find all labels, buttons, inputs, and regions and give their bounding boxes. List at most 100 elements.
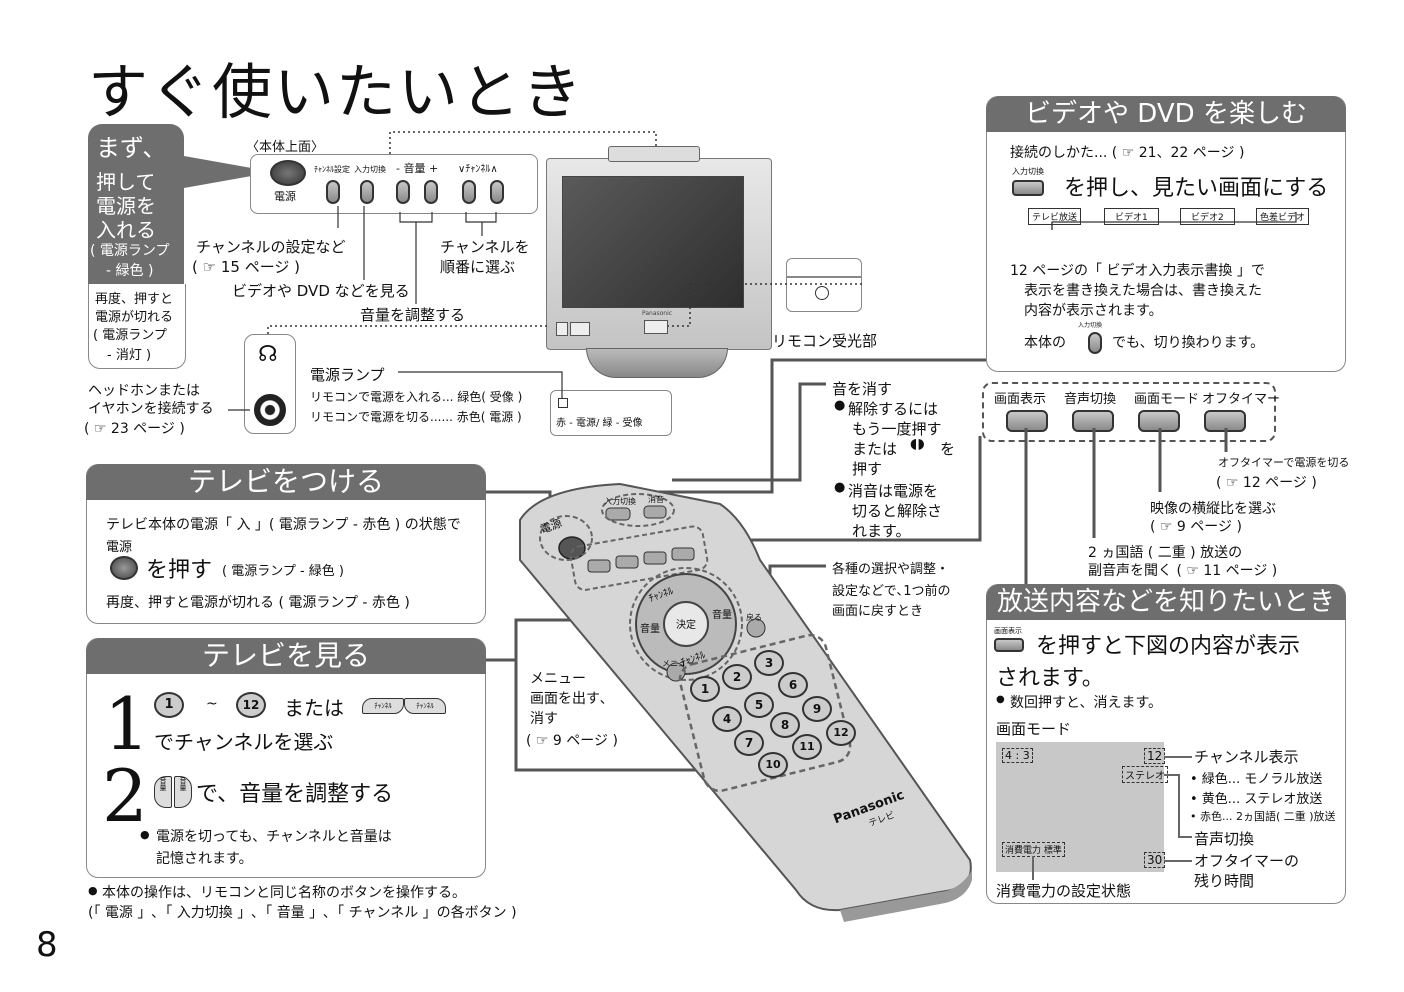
- bullet-dot: ●: [834, 398, 846, 413]
- video-section: [986, 96, 1346, 372]
- flow-tv: テレビ放送: [1028, 208, 1082, 225]
- video-btn-label: 入力切換: [1012, 167, 1044, 176]
- mute-5: 押す: [852, 460, 883, 478]
- func-display-button[interactable]: [1006, 410, 1048, 432]
- step1-btn-1: 1: [154, 692, 184, 718]
- tv-watch-bullet: ●: [140, 828, 150, 841]
- step2-vol-left-icon: 音量: [154, 776, 172, 808]
- info-line-power: [1032, 856, 1034, 880]
- remote-back-label: 戻る: [746, 613, 762, 622]
- num-text: 7: [744, 736, 754, 750]
- top-vol-up-button[interactable]: [424, 180, 438, 204]
- info-green: • 緑色... モノラル放送: [1190, 772, 1323, 787]
- info-line-audio-h: [1178, 836, 1192, 838]
- info-screen-stereo: ステレオ: [1122, 766, 1168, 783]
- remote-vol-left-label: 音量: [640, 624, 660, 635]
- top-ch-up-button[interactable]: [490, 180, 504, 204]
- video-input-button-icon: [1012, 180, 1044, 196]
- info-line-audio: [1164, 774, 1178, 776]
- num-text: 11: [799, 740, 815, 753]
- remote-num-5[interactable]: 5: [744, 692, 774, 718]
- menu-3: 消す: [530, 711, 558, 727]
- remote-num-8[interactable]: 8: [770, 712, 800, 738]
- info-line-ch: [1164, 756, 1192, 758]
- tv-lamp: [556, 322, 568, 336]
- bilingual-desc-2: 副音声を聞く ( ☞ 11 ページ ): [1088, 563, 1278, 579]
- num-text: 6: [788, 678, 798, 692]
- remote-num-4[interactable]: 4: [712, 706, 742, 732]
- remote-num-11[interactable]: 11: [792, 734, 822, 760]
- video-note3: 内容が表示されます。: [1024, 303, 1163, 319]
- top-ch-setting-button[interactable]: [326, 180, 340, 204]
- lamp-square-icon: [558, 398, 568, 408]
- remote-power-label: 電源: [538, 516, 564, 537]
- tv-on-header: テレビをつける: [86, 464, 486, 500]
- video-note4b: でも、切り換わります。: [1112, 335, 1265, 351]
- func-mode-button[interactable]: [1138, 410, 1180, 432]
- func-mode-label: 画面モード: [1134, 392, 1200, 407]
- remote-num-1[interactable]: 1: [690, 676, 720, 702]
- info-ch-display: チャンネル表示: [1194, 748, 1299, 766]
- headphone-text-3: ( ☞ 23 ページ ): [84, 421, 185, 437]
- bilingual-desc-1: 2 ヵ国語 ( 二重 ) 放送の: [1088, 545, 1243, 561]
- remote-ok-label: 決定: [676, 620, 696, 631]
- video-press: を押し、見たい画面にする: [1064, 176, 1329, 201]
- lamp-legend-text: 赤 - 電源/ 緑 - 受像: [556, 418, 643, 429]
- top-vol-down-button[interactable]: [396, 180, 410, 204]
- remote-input-label: 入力切換: [604, 497, 636, 506]
- top-power-button[interactable]: [270, 160, 306, 186]
- num-text: 1: [700, 682, 710, 696]
- tv-stand: [586, 348, 728, 378]
- step1-btn-12-text: 12: [242, 698, 260, 712]
- remote-mute-label: 消音: [648, 495, 664, 504]
- tv-on-text1: テレビ本体の電源「 入 」( 電源ランプ - 赤色 ) の状態で: [106, 517, 461, 533]
- remote-num-6[interactable]: 6: [778, 672, 808, 698]
- info-yellow: • 黄色... ステレオ放送: [1190, 792, 1323, 807]
- func-timer-button[interactable]: [1204, 410, 1246, 432]
- headphone-icon: ☊: [258, 342, 278, 367]
- flow-video1-text: ビデオ1: [1115, 213, 1148, 223]
- info-display-button-icon: [994, 638, 1024, 652]
- mute-1: 解除するには: [848, 400, 939, 418]
- num-text: 5: [754, 698, 764, 712]
- info-screen: [996, 742, 1164, 872]
- lamp-legend-box: [550, 390, 672, 436]
- top-ch-down-button[interactable]: [462, 180, 476, 204]
- flow-tv-text: テレビ放送: [1032, 213, 1078, 223]
- tv-headphone-jack: [570, 322, 590, 336]
- func-audio-button[interactable]: [1072, 410, 1114, 432]
- tv-brand: Panasonic: [642, 310, 673, 317]
- bottom-bullet: ●: [88, 884, 98, 897]
- remote-num-2[interactable]: 2: [722, 664, 752, 690]
- info-screen-power: 消費電力 標準: [1002, 842, 1065, 857]
- sensor-detail-box: [786, 258, 862, 312]
- back-1: 各種の選択や調整・: [832, 562, 950, 577]
- mute-8: れます。: [852, 522, 911, 540]
- bottom-note-2: (「 電源 」､「 入力切換 」､「 音量 」､「 チャンネル 」の各ボタン ): [88, 905, 517, 921]
- video-note1: 12 ページの「 ビデオ入力表示書換 」で: [1010, 263, 1265, 279]
- callout-sub-line: - 消灯 ): [107, 348, 152, 363]
- flow-video2: ビデオ2: [1180, 208, 1235, 225]
- top-input-button[interactable]: [360, 180, 374, 204]
- remote-num-12[interactable]: 12: [826, 720, 856, 746]
- func-timer-label: オフタイマー: [1202, 392, 1281, 407]
- step1-btn-1-text: 1: [164, 697, 174, 712]
- remote-num-9[interactable]: 9: [802, 696, 832, 722]
- top-ch-setting-label: ﾁｬﾝﾈﾙ設定: [314, 165, 350, 174]
- mute-7: 切ると解除さ: [852, 502, 943, 520]
- top-panel-label: 〈本体上面〉: [246, 140, 325, 155]
- aspect-desc-1: 映像の横縦比を選ぶ: [1150, 501, 1276, 517]
- remote-num-3[interactable]: 3: [754, 650, 784, 676]
- callout-line: 入れる: [96, 218, 156, 242]
- tv-on-press: を押す: [146, 558, 213, 583]
- info-btn-label: 画面表示: [994, 627, 1022, 635]
- video-section-header: ビデオや DVD を楽しむ: [986, 96, 1346, 132]
- lamp-on-text: リモコンで電源を入れる... 緑色( 受像 ): [310, 390, 523, 404]
- remote-num-10[interactable]: 10: [758, 752, 788, 778]
- tv-watch-section: [86, 638, 486, 878]
- flow-component-text: 色差ビデオ: [1260, 213, 1306, 223]
- tv-on-text2: 再度、押すと電源が切れる ( 電源ランプ - 赤色 ): [106, 595, 410, 611]
- flow-video2-text: ビデオ2: [1191, 213, 1224, 223]
- remote-num-7[interactable]: 7: [734, 730, 764, 756]
- power-lamp-title: 電源ランプ: [310, 366, 385, 384]
